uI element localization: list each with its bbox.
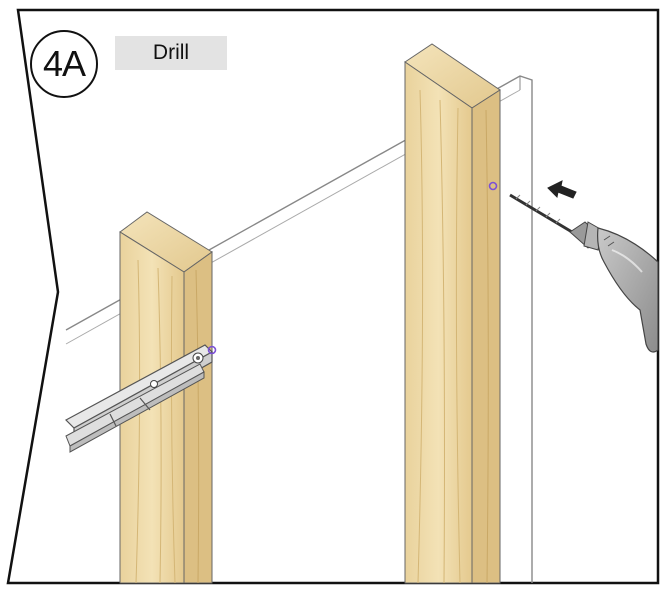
drill-bit-icon <box>509 193 573 234</box>
panel-frame <box>6 8 660 585</box>
left-wood-post <box>119 211 213 584</box>
arrow-left-icon <box>547 180 577 199</box>
right-wood-post <box>404 43 501 584</box>
step-number-badge: 4A <box>30 30 98 98</box>
screw-hole-icon <box>207 345 217 355</box>
drill-icon <box>569 221 659 353</box>
pilot-hole-marker <box>488 181 498 191</box>
step-action-label: Drill <box>115 36 227 70</box>
drawer-slide-icon <box>65 344 213 453</box>
